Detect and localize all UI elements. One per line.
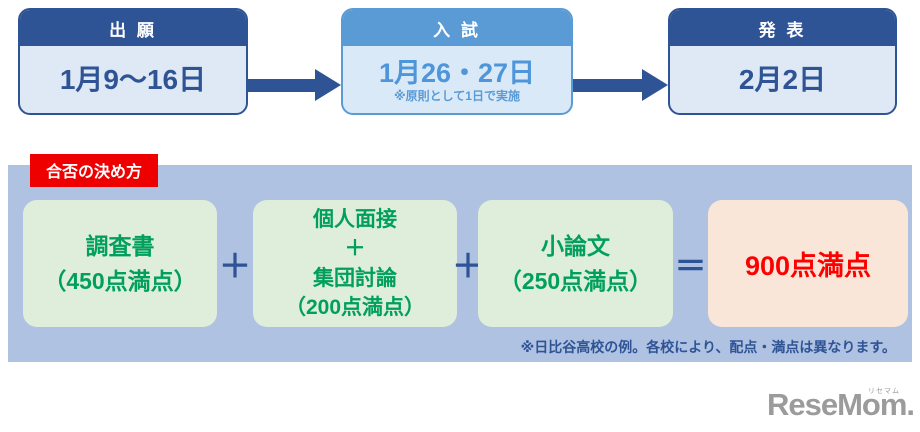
- timeline-step-date: 2月2日: [738, 64, 827, 96]
- score-box-interview-discussion: 個人面接 ＋ 集団討論 （200点満点）: [253, 200, 457, 327]
- timeline-step-application: 出 願 1月9〜16日: [18, 8, 248, 115]
- score-box-line: 調査書: [85, 233, 155, 259]
- score-box-essay: 小論文 （250点満点）: [478, 200, 673, 327]
- timeline-step-title: 入 試: [343, 10, 571, 46]
- score-box-line: （450点満点）: [43, 267, 197, 294]
- timeline-step-body: 1月26・27日 ※原則として1日で実施: [343, 46, 571, 113]
- timeline-step-exam: 入 試 1月26・27日 ※原則として1日で実施: [341, 8, 573, 115]
- timeline-step-body: 1月9〜16日: [20, 46, 246, 113]
- arrow-right-icon: [642, 69, 668, 101]
- scoring-footnote: ※日比谷高校の例。各校により、配点・満点は異なります。: [520, 339, 896, 355]
- score-box-line: （250点満点）: [498, 267, 653, 294]
- logo-ruby-text: リセマム: [868, 388, 900, 395]
- arrow-right-icon: [248, 79, 316, 92]
- timeline-step-announcement: 発 表 2月2日: [668, 8, 897, 115]
- arrow-right-icon: [315, 69, 341, 101]
- resemom-logo: リセマム ReseMom.: [766, 387, 915, 423]
- arrow-right-icon: [573, 79, 643, 92]
- score-box-report-card: 調査書 （450点満点）: [23, 200, 217, 327]
- logo-text: ReseMom.: [766, 387, 915, 422]
- timeline-step-title: 発 表: [670, 10, 895, 46]
- score-box-line: 小論文: [541, 233, 610, 259]
- equals-operator: ＝: [674, 247, 707, 284]
- timeline-step-title: 出 願: [20, 10, 246, 46]
- timeline-step-date: 1月26・27日: [378, 57, 536, 88]
- timeline-step-body: 2月2日: [670, 46, 895, 113]
- scoring-panel-label: 合否の決め方: [30, 154, 159, 187]
- score-box-line: 個人面接: [313, 207, 397, 231]
- score-box-line: 集団討論: [313, 266, 397, 290]
- total-score-text: 900点満点: [744, 251, 872, 281]
- plus-operator: ＋: [218, 247, 251, 284]
- timeline-step-date: 1月9〜16日: [59, 64, 207, 96]
- score-box-total: 900点満点: [708, 200, 908, 327]
- score-box-line: （200点満点）: [284, 295, 426, 319]
- score-box-line: ＋: [344, 237, 366, 261]
- timeline-step-note: ※原則として1日で実施: [394, 88, 520, 103]
